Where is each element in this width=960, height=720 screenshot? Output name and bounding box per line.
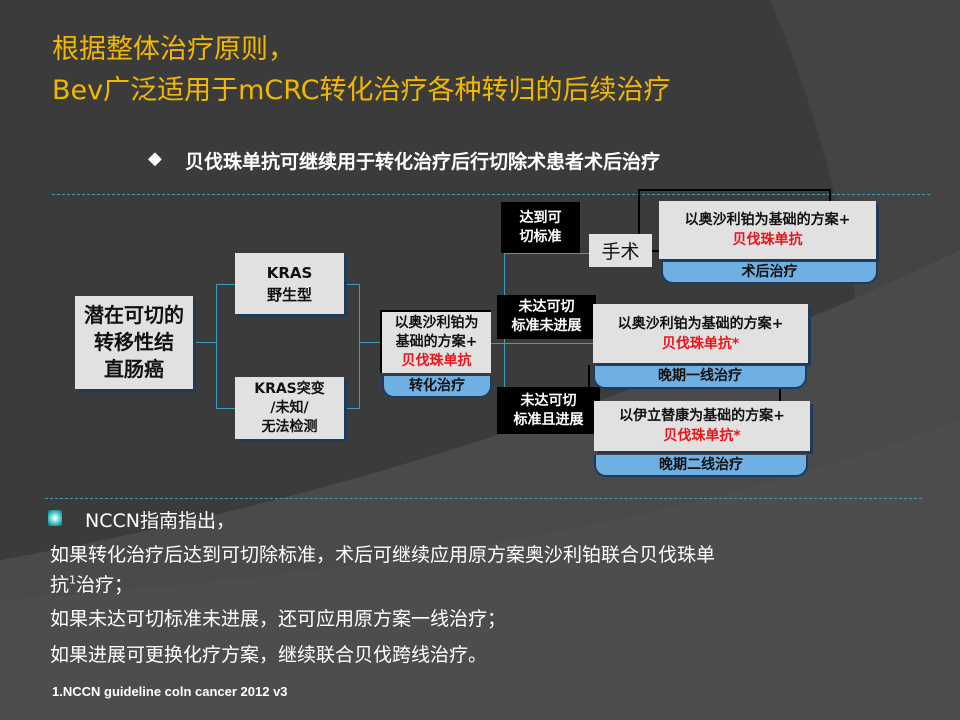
connector (588, 365, 590, 387)
arrow-to-first-line (504, 343, 593, 344)
regimen-line: 以伊立替康为基础的方案+ (619, 408, 785, 424)
citation-sup: 1 (69, 573, 77, 587)
footnote: 1.NCCN guideline coln cancer 2012 v3 (52, 684, 288, 699)
cond-line: 切标准 (519, 228, 562, 245)
connector (344, 284, 359, 285)
start-line: 潜在可切的 (84, 303, 184, 327)
regimen-line: 以奥沙利铂为基础的方案+ (617, 315, 784, 332)
kras-mutant-box: KRAS突变/未知/无法检测 (235, 377, 344, 439)
postop-tab: 术后治疗 (661, 262, 878, 284)
cond-line: 标准且进展 (513, 411, 584, 428)
condition-resectable: 达到可切标准 (501, 202, 580, 253)
second-line-tab: 晚期二线治疗 (594, 455, 808, 477)
kras-line: /未知/ (270, 399, 309, 416)
cond-line: 标准未进展 (511, 318, 582, 334)
arrow-to-surgery (504, 253, 589, 254)
connector (344, 408, 359, 409)
first-line-tab: 晚期一线治疗 (593, 366, 807, 389)
bev-line: 贝伐珠单抗 (401, 353, 472, 369)
start-box: 潜在可切的转移性结直肠癌 (75, 296, 193, 389)
connector (491, 343, 504, 344)
connector (216, 284, 217, 409)
connector (652, 250, 659, 252)
connector (359, 342, 380, 343)
connector (779, 389, 781, 401)
notes-heading: NCCN指南指出， (85, 510, 235, 532)
kras-line: KRAS (266, 263, 313, 282)
divider-top (52, 194, 930, 195)
note-text: 治疗； (76, 574, 134, 596)
conversion-tab: 转化治疗 (382, 376, 492, 398)
note-line-1-cont: 抗1治疗； (50, 570, 133, 597)
connector (359, 284, 360, 409)
connector (216, 408, 235, 409)
note-text: 抗 (50, 574, 70, 596)
kras-line: KRAS突变 (254, 380, 325, 397)
diamond-bullet-icon: ◆ (148, 148, 162, 169)
conversion-box: 以奥沙利铂为基础的方案+ 贝伐珠单抗 (380, 310, 491, 373)
postop-box: 以奥沙利铂为基础的方案+ 贝伐珠单抗 (659, 201, 876, 259)
note-line-3: 如果进展可更换化疗方案，继续联合贝伐跨线治疗。 (50, 644, 488, 666)
note-line-1: 如果转化治疗后达到可切除标准，术后可继续应用原方案奥沙利铂联合贝伐珠单 (50, 544, 716, 566)
regimen-line: 以奥沙利铂为 (394, 315, 479, 331)
connector (829, 189, 831, 201)
start-line: 直肠癌 (104, 357, 164, 381)
regimen-line: 基础的方案+ (395, 334, 478, 350)
kras-wild-box: KRAS 野生型 (235, 253, 344, 314)
connector (193, 342, 216, 343)
subtitle: 贝伐珠单抗可继续用于转化治疗后行切除术患者术后治疗 (185, 151, 661, 173)
bev-line: 贝伐珠单抗* (661, 335, 740, 352)
condition-progress: 未达可切标准且进展 (497, 387, 600, 434)
kras-line: 野生型 (266, 285, 312, 304)
cond-line: 未达可切 (520, 392, 577, 409)
kras-line: 无法检测 (261, 418, 318, 435)
start-line: 转移性结 (94, 330, 174, 354)
title-line-2: Bev广泛适用于mCRC转化治疗各种转归的后续治疗 (52, 75, 671, 106)
condition-no-progress: 未达可切标准未进展 (497, 295, 596, 339)
cond-line: 达到可 (519, 209, 562, 226)
connector (638, 189, 830, 191)
bev-line: 贝伐珠单抗* (663, 428, 741, 444)
title-line-1: 根据整体治疗原则， (52, 34, 295, 65)
divider-bottom (45, 498, 922, 499)
connector (638, 189, 640, 234)
surgery-box: 手术 (589, 234, 652, 267)
second-line-box: 以伊立替康为基础的方案+ 贝伐珠单抗* (594, 401, 810, 451)
cond-line: 未达可切 (518, 299, 575, 315)
connector (216, 284, 235, 285)
bullet-icon (48, 510, 62, 526)
regimen-line: 以奥沙利铂为基础的方案+ (684, 212, 851, 228)
first-line-box: 以奥沙利铂为基础的方案+ 贝伐珠单抗* (593, 304, 808, 363)
bev-line: 贝伐珠单抗 (732, 232, 803, 248)
note-line-2: 如果未达可切标准未进展，还可应用原方案一线治疗； (50, 608, 507, 630)
